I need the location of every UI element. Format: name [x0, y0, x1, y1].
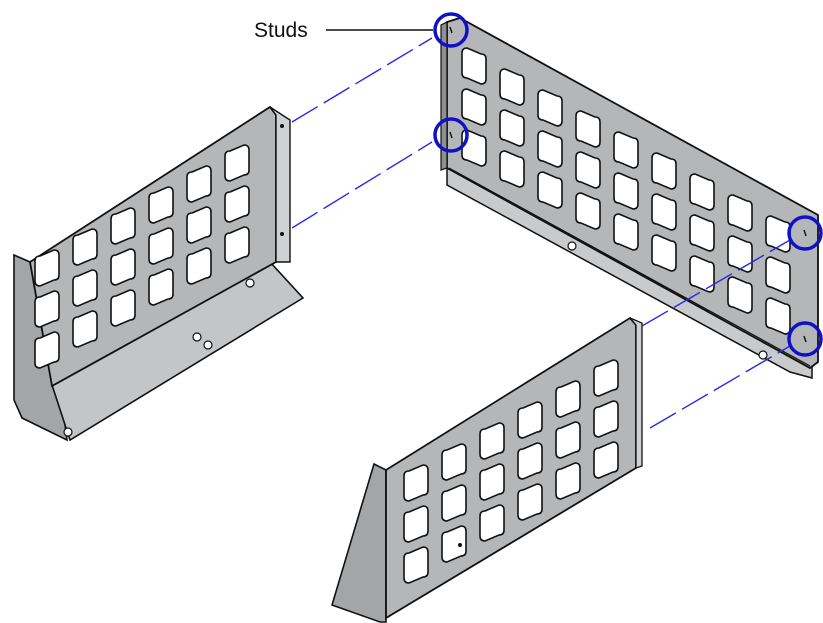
- panel-cutout: [651, 193, 677, 231]
- panel-cutout: [461, 47, 487, 85]
- panel-cutout: [689, 214, 715, 252]
- panel-cutout: [479, 504, 505, 542]
- panel-cutout: [499, 109, 525, 147]
- panel-cutout: [575, 110, 601, 148]
- panel-cutout: [479, 422, 505, 460]
- stud-rear-mid-left: [433, 117, 469, 153]
- left-bracket-holes: [34, 144, 250, 369]
- panel-cutout: [765, 297, 791, 335]
- panel-cutout: [555, 421, 581, 459]
- panel-cutout: [403, 546, 429, 584]
- left-flange-hole: [245, 278, 255, 288]
- panel-cutout: [593, 359, 619, 397]
- panel-cutout: [110, 289, 136, 327]
- panel-cutout: [689, 173, 715, 211]
- panel-cutout: [517, 483, 543, 521]
- panel-cutout: [593, 441, 619, 479]
- stud-rear-top-left: [433, 12, 469, 48]
- panel-cutout: [727, 194, 753, 232]
- front-side-bracket: [331, 316, 643, 623]
- rear-flange-hole: [567, 241, 577, 251]
- left-flange-hole: [63, 427, 73, 437]
- panel-cutout: [593, 400, 619, 438]
- panel-cutout: [148, 227, 174, 265]
- panel-cutout: [537, 89, 563, 127]
- panel-cutout: [575, 151, 601, 189]
- panel-cutout: [110, 207, 136, 245]
- panel-cutout: [224, 185, 250, 223]
- panel-cutout: [613, 131, 639, 169]
- left-side-bracket: [13, 105, 305, 442]
- panel-cutout: [186, 206, 212, 244]
- alignment-line: [641, 239, 791, 327]
- panel-cutout: [461, 88, 487, 126]
- panel-cutout: [186, 165, 212, 203]
- panel-cutout: [479, 463, 505, 501]
- panel-cutout: [555, 380, 581, 418]
- studs-label: Studs: [254, 19, 308, 42]
- stud-markers: [433, 12, 823, 357]
- panel-cutout: [651, 152, 677, 190]
- panel-cutout: [517, 442, 543, 480]
- rear-flange-hole: [758, 350, 768, 360]
- alignment-lines: [291, 37, 791, 429]
- panel-cutout: [441, 484, 467, 522]
- panel-cutout: [148, 268, 174, 306]
- front-bracket-edge: [629, 317, 643, 469]
- panel-cutout: [537, 171, 563, 209]
- panel-cutout: [34, 331, 60, 369]
- panel-cutout: [499, 68, 525, 106]
- panel-cutout: [765, 256, 791, 294]
- front-bracket-gusset: [331, 462, 387, 623]
- front-bracket-holes: [403, 359, 619, 584]
- panel-cutout: [555, 462, 581, 500]
- panel-cutout: [72, 310, 98, 348]
- studs-callout: Studs: [254, 19, 433, 42]
- panel-cutout: [613, 172, 639, 210]
- panel-cutout: [186, 247, 212, 285]
- left-flange-hole: [192, 332, 202, 342]
- alignment-line: [649, 345, 791, 429]
- panel-cutout: [224, 226, 250, 264]
- panel-cutout: [575, 192, 601, 230]
- alignment-line: [291, 37, 433, 123]
- panel-cutout: [727, 276, 753, 314]
- panel-cutout: [441, 443, 467, 481]
- panel-cutout: [148, 186, 174, 224]
- panel-cutout: [537, 130, 563, 168]
- panel-cutout: [517, 401, 543, 439]
- stud-rear-right-lower: [787, 321, 823, 357]
- panel-cutout: [72, 228, 98, 266]
- panel-cutout: [499, 150, 525, 188]
- panel-cutout: [651, 234, 677, 272]
- panel-cutout: [224, 144, 250, 182]
- left-bracket-edge: [269, 106, 291, 263]
- panel-cutout: [441, 525, 467, 563]
- left-flange-hole: [203, 340, 213, 350]
- stud-rear-right-upper: [787, 215, 823, 251]
- panel-cutout: [613, 213, 639, 251]
- panel-cutout: [689, 255, 715, 293]
- panel-cutout: [403, 464, 429, 502]
- panel-cutout: [110, 248, 136, 286]
- alignment-line: [291, 141, 433, 229]
- panel-cutout: [403, 505, 429, 543]
- panel-cutout: [727, 235, 753, 273]
- panel-cutout: [34, 290, 60, 328]
- rear-panel: [440, 17, 819, 379]
- panel-cutout: [34, 249, 60, 287]
- panel-cutout: [72, 269, 98, 307]
